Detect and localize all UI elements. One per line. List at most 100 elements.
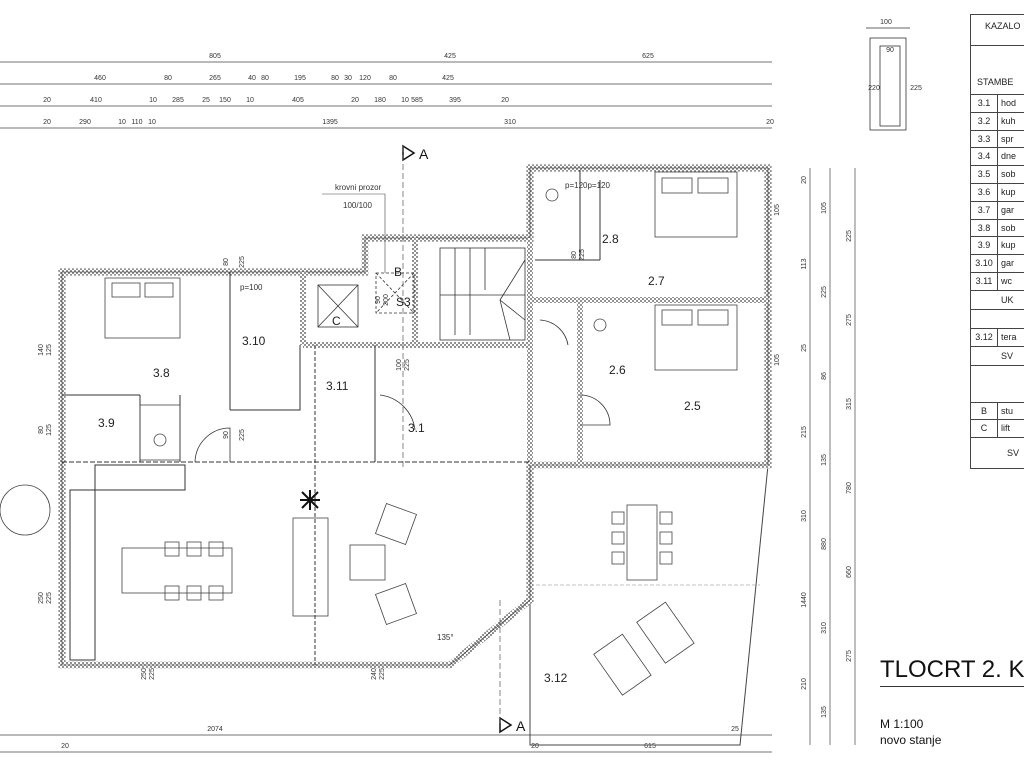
- dimension-label: 10: [401, 97, 409, 104]
- dimension-label: 25: [202, 97, 210, 104]
- legend-name: sob: [1001, 169, 1016, 180]
- dimension-label: 250: [141, 668, 148, 680]
- shower-icon: [153, 433, 167, 447]
- terrace-outline: [529, 464, 769, 746]
- dimension-label: 215: [801, 426, 808, 438]
- dimension-label: 195: [294, 75, 306, 82]
- dimension-label: 225: [579, 249, 586, 261]
- dimension-label: 125: [46, 344, 53, 356]
- dimension-label: 125: [46, 424, 53, 436]
- dimension-label: 20: [766, 119, 774, 126]
- legend-name: kup: [1001, 240, 1016, 251]
- staircase: [375, 247, 526, 341]
- room-label: 2.8: [602, 232, 619, 246]
- drawing-title: TLOCRT 2. K: [880, 656, 1024, 683]
- dimension-label: 110: [131, 119, 142, 126]
- dimension-label: 90: [886, 47, 894, 54]
- legend-name: gar: [1001, 204, 1015, 215]
- legend-num: 3.9: [971, 237, 998, 255]
- legend-num: 3.7: [971, 201, 998, 219]
- legend-name: lift: [1001, 423, 1010, 434]
- dimension-label: 225: [846, 230, 853, 242]
- dimension-label: 80: [389, 75, 397, 82]
- legend-num: C: [971, 420, 998, 438]
- dining-table: [121, 547, 233, 594]
- dimension-label: 315: [846, 398, 853, 410]
- doors: [194, 319, 611, 463]
- dimension-label: 10: [148, 119, 156, 126]
- dimension-label: 20: [61, 743, 69, 750]
- dimension-label: 425: [444, 53, 456, 60]
- dimension-label: 780: [846, 482, 853, 494]
- dimension-label: 90: [223, 431, 230, 439]
- section-label: A: [516, 718, 526, 734]
- legend-num: 3.10: [971, 255, 998, 272]
- dimension-label: 105: [821, 202, 828, 214]
- dimension-label: 225: [821, 286, 828, 298]
- dimension-label: 20: [43, 97, 51, 104]
- exterior-wall-outline: [61, 167, 769, 666]
- dimension-label: 80: [164, 75, 172, 82]
- dimension-label: 1440: [801, 592, 808, 608]
- bed-2-5: [654, 304, 738, 371]
- title-underline: [880, 686, 1024, 687]
- dimension-label: 40: [248, 75, 256, 82]
- dimension-label: 80: [331, 75, 339, 82]
- legend-name: wc: [1001, 275, 1012, 286]
- legend-total: UK: [971, 291, 1024, 310]
- scale-label: M 1:100: [880, 717, 924, 731]
- dimension-label: 285: [172, 97, 184, 104]
- legend-name: kup: [1001, 186, 1016, 197]
- dimension-label: 20: [351, 97, 359, 104]
- dimension-label: 200: [383, 294, 390, 306]
- dimension-label: 90: [375, 296, 382, 304]
- legend-name: sob: [1001, 222, 1016, 233]
- dimension-label: 10: [149, 97, 157, 104]
- dimension-label: 410: [90, 97, 102, 104]
- window-detail: [866, 27, 910, 131]
- dimension-label: 240: [371, 668, 378, 680]
- legend-num: 3.6: [971, 183, 998, 201]
- dimension-label: 265: [209, 75, 221, 82]
- legend-num: 3.5: [971, 166, 998, 183]
- room-label: 3.8: [153, 366, 170, 380]
- elevator-shaft: [317, 284, 359, 328]
- legend-name: dne: [1001, 151, 1017, 162]
- plant-icon: [300, 490, 320, 510]
- dimension-label: 310: [821, 622, 828, 634]
- dimension-label: 20: [801, 176, 808, 184]
- legend-header: KAZALO: [971, 15, 1024, 46]
- angle-label: 135°: [437, 633, 454, 642]
- furniture: [0, 171, 738, 696]
- dimension-label: 20: [43, 119, 51, 126]
- terrace-table: [626, 504, 658, 581]
- dimension-label: 100: [396, 359, 403, 371]
- legend-name: spr: [1001, 133, 1014, 144]
- bed-2-7: [654, 171, 738, 238]
- dimension-label: 225: [379, 668, 386, 680]
- sofa: [292, 517, 329, 617]
- dimension-label: 113: [801, 258, 808, 269]
- room-label: C: [332, 314, 341, 328]
- dimension-label: 460: [94, 75, 106, 82]
- dimension-lines: [0, 61, 856, 753]
- legend-name: hod: [1001, 98, 1017, 108]
- room-label: 3.11: [326, 379, 349, 393]
- legend-num: 3.2: [971, 112, 998, 130]
- partitions: [62, 170, 601, 665]
- legend-num: 3.3: [971, 130, 998, 148]
- dimension-label: 625: [642, 53, 654, 60]
- dimension-label: 150: [219, 97, 231, 104]
- dimension-label: 180: [374, 97, 386, 104]
- dimension-label: 615: [644, 743, 656, 750]
